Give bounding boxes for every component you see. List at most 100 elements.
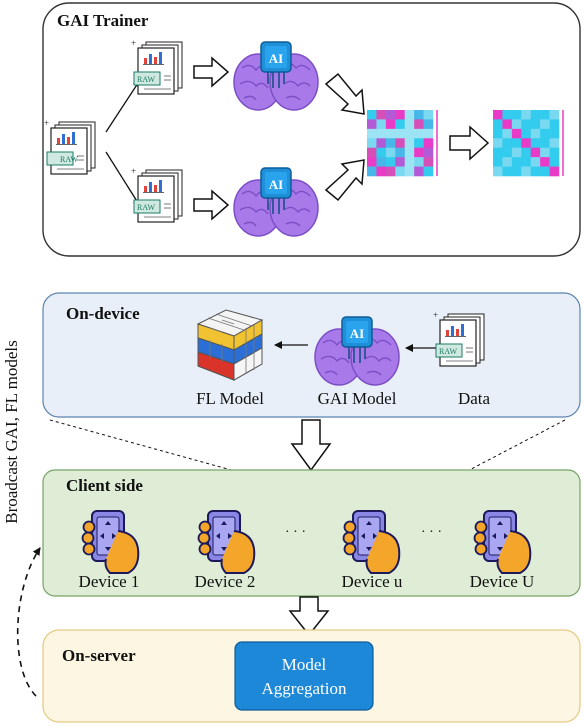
heatmap-cell bbox=[502, 157, 513, 167]
heatmap-cell bbox=[502, 119, 513, 130]
heatmap-cell bbox=[414, 157, 424, 167]
heatmap-cell bbox=[540, 166, 550, 177]
heatmap-cell bbox=[493, 138, 503, 149]
heatmap-cell bbox=[423, 119, 434, 130]
heatmap-cell bbox=[423, 157, 434, 167]
heatmap-cell bbox=[530, 157, 541, 167]
heatmap-cell bbox=[395, 147, 406, 158]
device-2-label: Device 2 bbox=[195, 572, 256, 591]
heatmap-cell bbox=[502, 110, 513, 120]
heatmap-cell bbox=[423, 128, 434, 139]
doc-badge-label: RAW bbox=[137, 75, 155, 84]
heatmap-cell bbox=[511, 166, 522, 177]
heatmap-cell bbox=[404, 147, 415, 158]
heatmap-cell bbox=[376, 138, 387, 149]
partition-doc-top-icon: RAW bbox=[130, 37, 183, 95]
heatmap-cell bbox=[530, 128, 541, 139]
heatmap-cell bbox=[385, 128, 396, 139]
heatmap-cell bbox=[376, 119, 387, 130]
heatmap-cell bbox=[493, 110, 503, 120]
local-data-doc-icon: RAW bbox=[432, 309, 485, 367]
heatmap-cell bbox=[493, 119, 503, 130]
heatmap-cell bbox=[540, 119, 550, 130]
heatmap-cell bbox=[511, 119, 522, 130]
dotted-arrow-left bbox=[49, 419, 341, 502]
heatmap-cell bbox=[549, 147, 560, 158]
on-server-title: On-server bbox=[62, 646, 136, 665]
heatmap-cell bbox=[414, 147, 424, 158]
gai-brain-bottom-icon: AI bbox=[233, 167, 319, 237]
heatmap-cell bbox=[511, 128, 522, 139]
heatmap-cell bbox=[521, 110, 532, 120]
heatmap-cell bbox=[502, 166, 513, 177]
heatmap-cell bbox=[423, 166, 434, 177]
heatmap-cell bbox=[414, 166, 424, 177]
heatmap-cell bbox=[540, 128, 550, 139]
heatmap-cell bbox=[385, 110, 396, 120]
heatmap-cell bbox=[540, 157, 550, 167]
on-server-panel: On-server Model Aggregation bbox=[42, 629, 581, 723]
heatmap-cell bbox=[395, 157, 406, 167]
heatmap-cell bbox=[385, 157, 396, 167]
heatmap-cell bbox=[414, 128, 424, 139]
on-device-panel: On-device FL Model AI GAI Model RAW bbox=[42, 292, 581, 418]
heatmap-cell bbox=[385, 138, 396, 149]
heatmap-cell bbox=[376, 166, 387, 177]
gai-brain-top-icon: AI bbox=[233, 41, 319, 111]
heatmap-cell bbox=[367, 119, 377, 130]
doc-badge-label: RAW bbox=[439, 347, 457, 356]
client-side-panel: Client side · · · · · · Device 1 Device … bbox=[42, 469, 581, 597]
heatmap-cell bbox=[395, 138, 406, 149]
heatmap-cell bbox=[367, 157, 377, 167]
heatmap-cell bbox=[502, 138, 513, 149]
heatmap-cell bbox=[530, 138, 541, 149]
heatmap-cell bbox=[414, 110, 424, 120]
aggregation-line-2: Aggregation bbox=[262, 679, 347, 698]
heatmap-cell bbox=[549, 119, 560, 130]
heatmap-cell bbox=[502, 128, 513, 139]
heatmap-cell bbox=[423, 110, 434, 120]
heatmap-cell bbox=[511, 138, 522, 149]
broadcast-feedback-arrow bbox=[16, 547, 41, 697]
heatmap-cell bbox=[414, 119, 424, 130]
heatmap-cell bbox=[530, 166, 541, 177]
doc-badge-label: RAW bbox=[137, 203, 155, 212]
split-arrow-up bbox=[105, 79, 141, 133]
block-arrow-to-client bbox=[290, 419, 332, 472]
block-arrow-heatmaps bbox=[449, 125, 490, 161]
heatmap-cell bbox=[376, 147, 387, 158]
data-label: Data bbox=[458, 389, 491, 408]
ellipsis-2: · · · bbox=[421, 525, 442, 540]
heatmap-cell bbox=[549, 157, 560, 167]
gai-trainer-title: GAI Trainer bbox=[57, 11, 149, 30]
heatmap-cell bbox=[395, 119, 406, 130]
heatmap-cell bbox=[385, 147, 396, 158]
heatmap-cell bbox=[404, 128, 415, 139]
heatmap-cell bbox=[549, 110, 560, 120]
heatmap-cell bbox=[493, 128, 503, 139]
heatmap-cell bbox=[521, 119, 532, 130]
device-u-label: Device u bbox=[342, 572, 403, 591]
heatmap-cell bbox=[367, 110, 377, 120]
heatmap-cell bbox=[376, 110, 387, 120]
heatmap-cell bbox=[521, 157, 532, 167]
heatmap-cell bbox=[521, 147, 532, 158]
synthetic-heatmap-2 bbox=[493, 110, 564, 177]
gai-model-label: GAI Model bbox=[318, 389, 397, 408]
gai-trainer-panel: GAI Trainer RAW RAW RAW AI AI bbox=[42, 2, 581, 257]
heatmap-cell bbox=[521, 128, 532, 139]
heatmap-cell bbox=[395, 128, 406, 139]
aggregation-line-1: Model bbox=[282, 655, 327, 674]
block-arrow-top bbox=[193, 56, 230, 88]
gai-model-brain-icon: AI bbox=[314, 316, 400, 386]
device-U-label: Device U bbox=[470, 572, 535, 591]
heatmap-cell bbox=[404, 166, 415, 177]
source-data-doc-icon: RAW bbox=[43, 117, 96, 175]
heatmap-cell bbox=[367, 128, 377, 139]
heatmap-cell bbox=[530, 119, 541, 130]
heatmap-cell bbox=[549, 128, 560, 139]
heatmap-cell bbox=[404, 119, 415, 130]
fl-model-cube-icon bbox=[196, 309, 264, 381]
model-aggregation-box bbox=[234, 641, 374, 711]
